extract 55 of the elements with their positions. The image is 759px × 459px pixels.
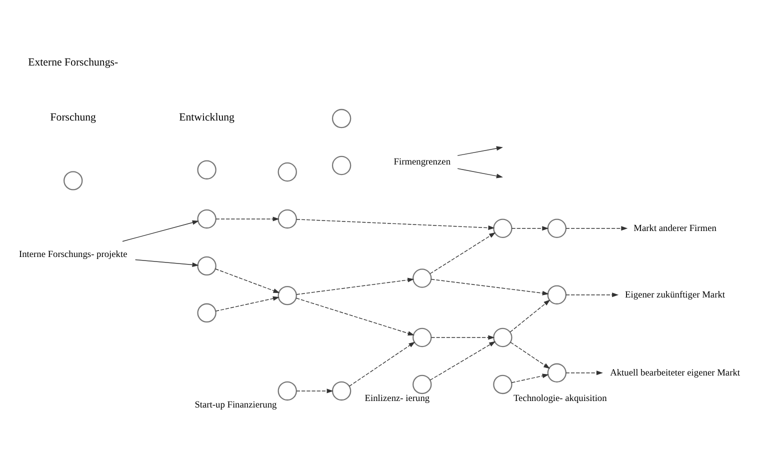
node-circle	[278, 208, 297, 228]
arrow	[457, 168, 503, 178]
arrow	[215, 268, 280, 293]
arrow	[510, 341, 550, 368]
arrow	[512, 226, 549, 230]
node-circle	[197, 256, 216, 276]
label: Externe Forschungs-	[28, 56, 118, 68]
label: Forschung	[50, 110, 96, 123]
arrow	[566, 226, 628, 230]
node-circle	[412, 327, 432, 347]
node-label: Technologie- akquisition	[513, 394, 607, 404]
arrow	[134, 258, 199, 267]
node-circle	[547, 218, 566, 238]
arrow	[348, 341, 416, 386]
node-circle	[493, 218, 512, 238]
node-circle	[197, 302, 216, 322]
arrow	[566, 370, 603, 375]
label: Entwicklung	[179, 110, 234, 123]
arrow	[510, 299, 550, 332]
node-label: Einlizenz- ierung	[364, 394, 430, 404]
node-circle	[278, 285, 297, 305]
arrow	[296, 277, 414, 294]
node-text: Markt anderer Firmen	[634, 223, 716, 234]
arrow	[430, 340, 496, 380]
node-circle	[332, 380, 352, 400]
node-circle	[278, 162, 297, 182]
node-circle	[64, 170, 83, 190]
node-text: Eigener zukünftiger Markt	[625, 290, 726, 300]
arrow	[216, 216, 280, 221]
arrow	[296, 297, 414, 335]
arrow	[296, 388, 334, 393]
node-label: Start-up Finanzierung	[194, 400, 277, 410]
node-circle	[493, 327, 512, 347]
node-circle	[412, 268, 432, 288]
node-circle	[332, 108, 352, 128]
node-circle	[197, 208, 216, 228]
arrow	[296, 218, 495, 230]
arrow	[215, 296, 280, 311]
arrow	[566, 292, 619, 297]
arrow	[430, 232, 496, 274]
arrow	[457, 146, 503, 156]
node-circle	[547, 362, 566, 382]
node-circle	[547, 284, 566, 304]
arrow	[430, 278, 549, 295]
node-circle	[412, 374, 432, 394]
arrow	[122, 220, 199, 242]
node-circle	[493, 374, 512, 394]
node-circle	[278, 380, 297, 400]
node-text: Aktuell bearbeiteter eigener Markt	[610, 368, 740, 378]
node-text: Firmengrenzen	[394, 156, 451, 167]
node-text: Interne Forschungs- projekte	[18, 249, 128, 260]
arrow	[511, 373, 549, 383]
node-circle	[332, 155, 352, 175]
node-circle	[197, 160, 216, 179]
arrow	[430, 334, 495, 340]
